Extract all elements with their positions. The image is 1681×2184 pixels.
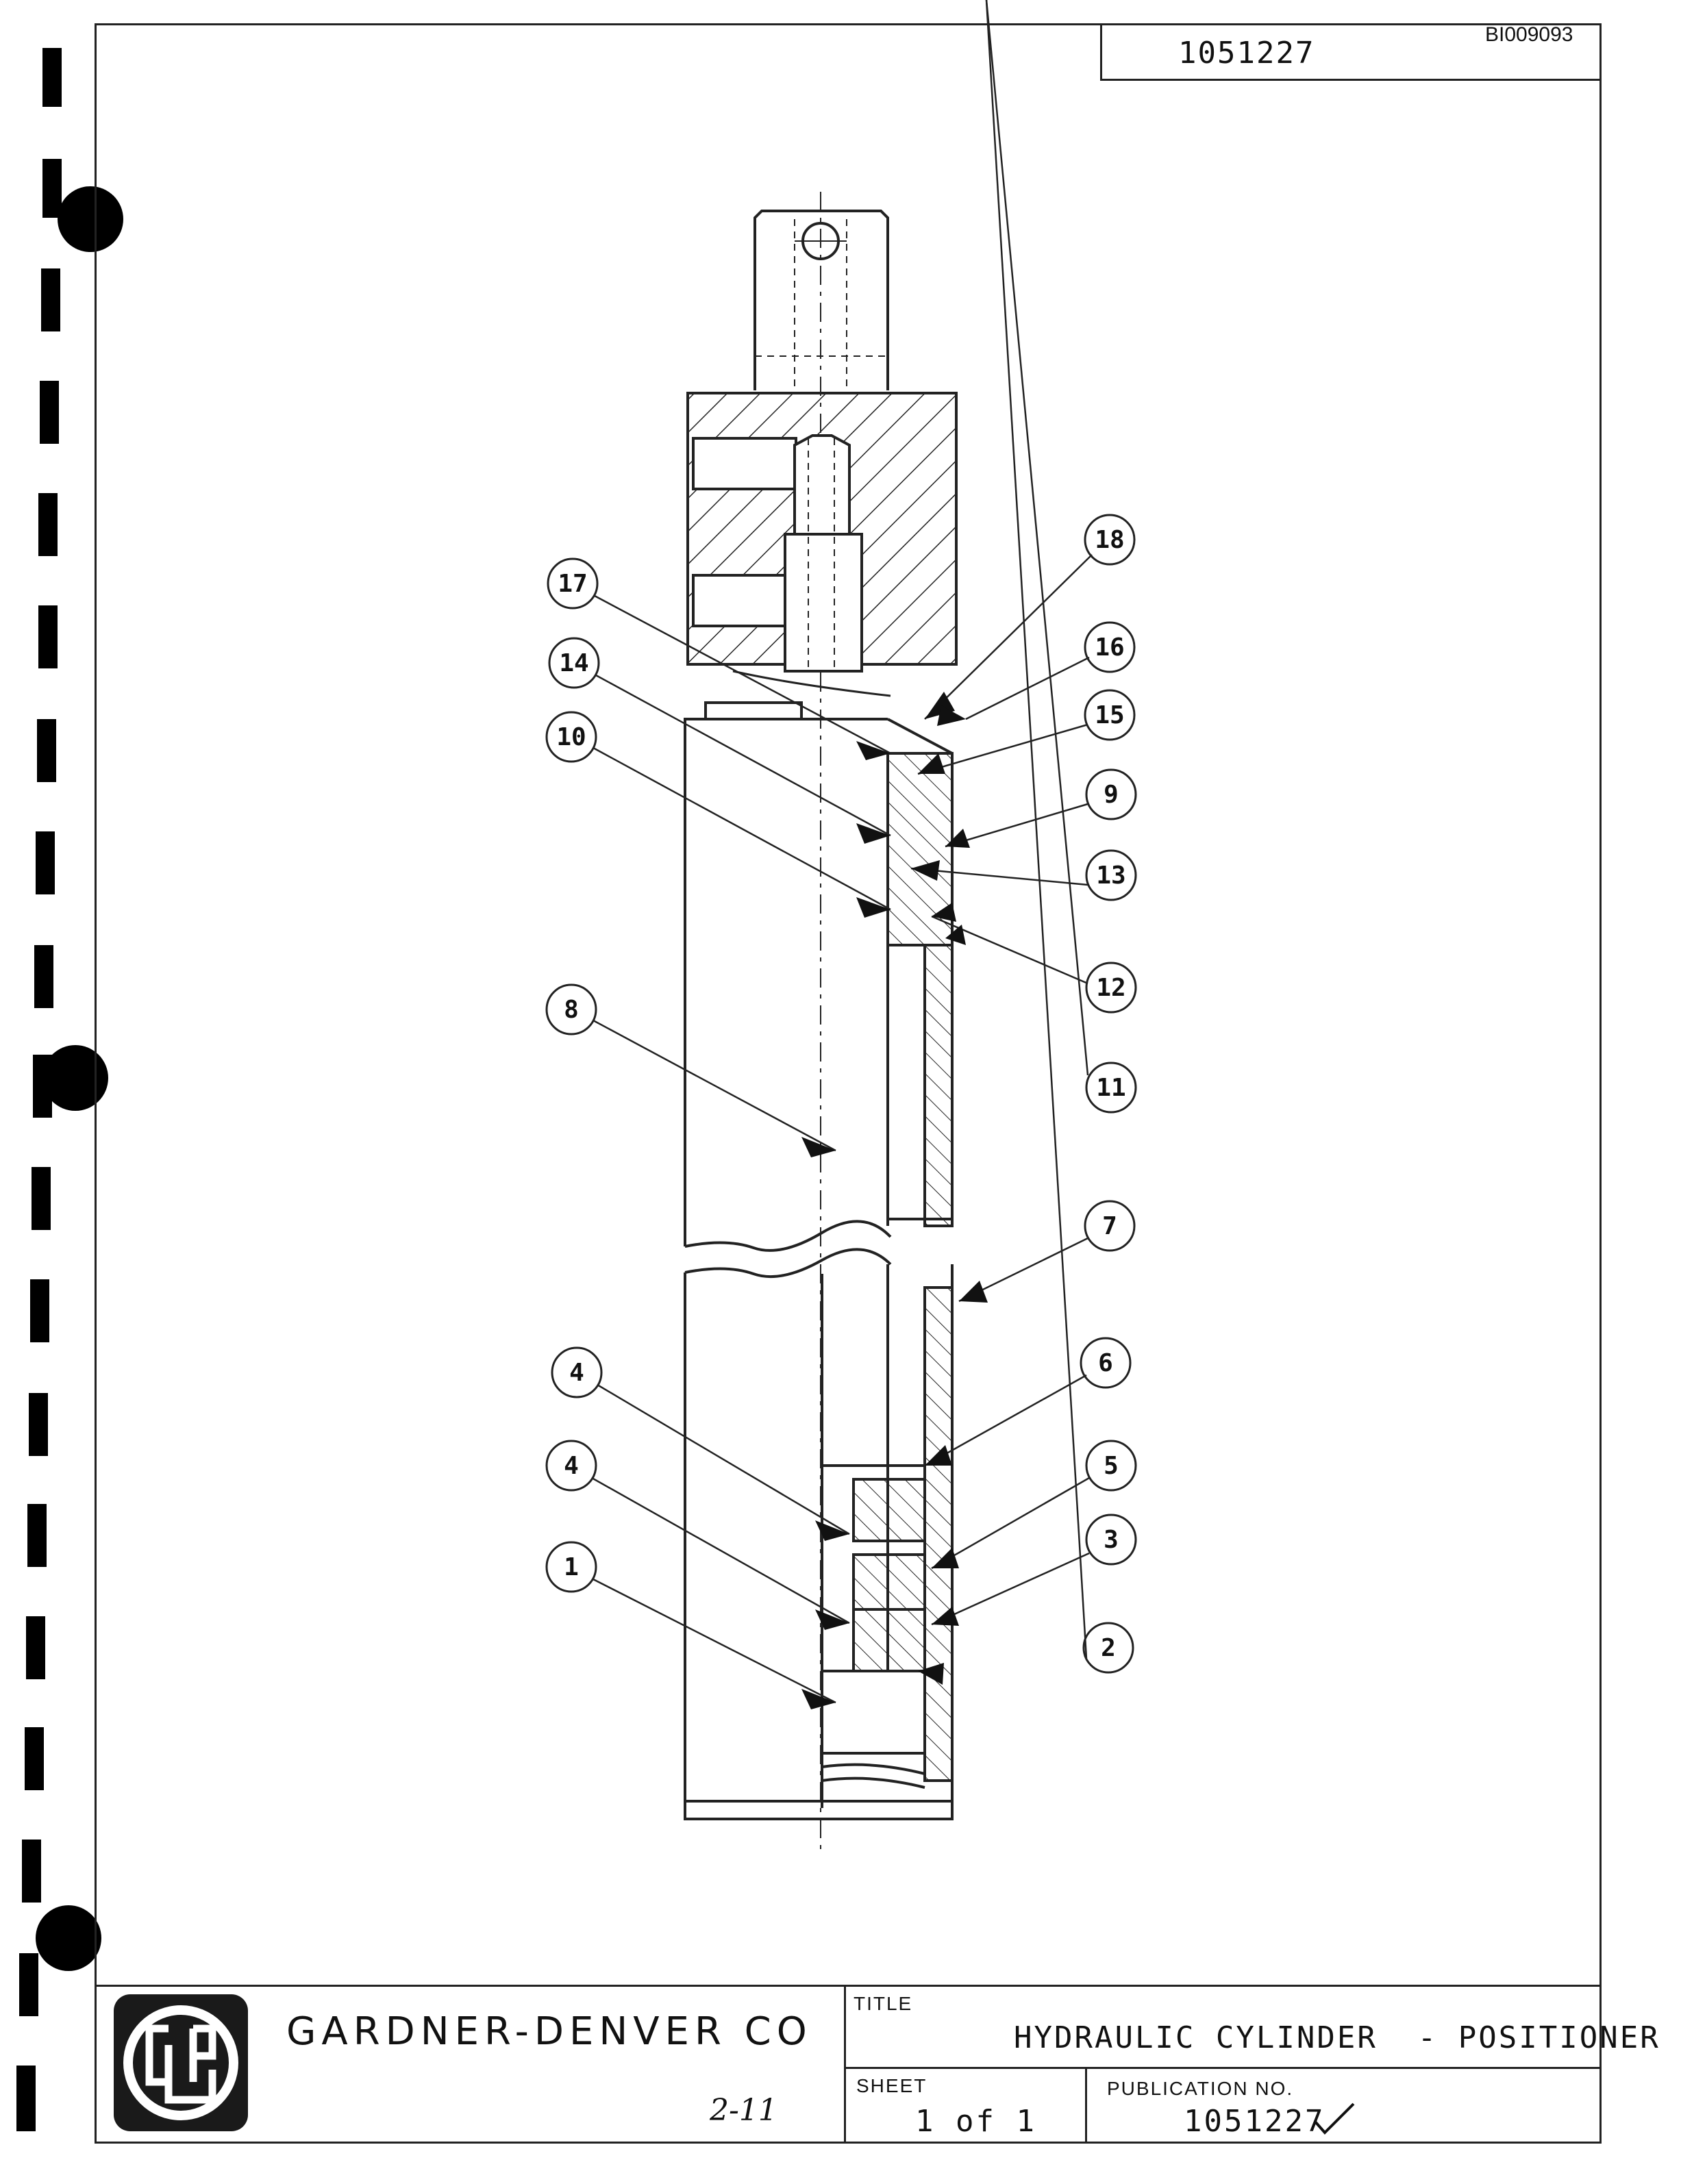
gardner-denver-logo [114,1994,248,2131]
edge-dash [25,1727,44,1790]
punch-hole-bottom [36,1905,101,1971]
edge-dash [33,1055,52,1118]
callout-16: 16 [1095,633,1124,662]
callout-17: 17 [558,570,587,598]
edge-dash [32,1167,51,1230]
callout-4-lower: 4 [564,1452,579,1480]
callout-4-upper: 4 [569,1359,584,1387]
title-block-divider-column [1085,2067,1087,2144]
edge-dash [37,719,56,782]
callout-15: 15 [1095,701,1124,729]
edge-dash [29,1393,48,1456]
sheet-value: 1 of 1 [915,2104,1036,2139]
callout-5: 5 [1104,1452,1119,1480]
check-mark-icon [1314,2103,1355,2135]
edge-dash [38,493,58,556]
publication-number-box [1100,23,1602,81]
punch-hole-top [58,186,123,252]
callout-3: 3 [1104,1526,1119,1554]
edge-dash [42,48,62,107]
edge-dash [27,1504,47,1567]
title-block-divider-vertical [844,1985,846,2144]
callout-11: 11 [1096,1074,1125,1102]
edge-dash [16,2066,36,2131]
handwritten-note: 2-11 [710,2093,777,2128]
drawing-frame [95,23,1602,2144]
edge-dash [22,1840,41,1903]
drawing-title: HYDRAULIC CYLINDER - POSITIONER [1014,2020,1660,2055]
edge-dash [36,831,55,894]
callout-14: 14 [559,649,588,677]
publication-number-label: PUBLICATION NO. [1107,2078,1294,2099]
callout-10: 10 [556,723,586,751]
publication-number-value: 1051227 [1184,2104,1325,2139]
edge-dash [19,1953,38,2016]
callout-13: 13 [1096,862,1125,890]
edge-dash [41,268,60,331]
callout-6: 6 [1098,1349,1113,1377]
title-label: TITLE [854,1993,913,2014]
edge-dash [40,381,59,444]
callout-12: 12 [1096,974,1125,1002]
callout-2: 2 [1101,1634,1116,1662]
title-block-divider-row [844,2067,1602,2069]
edge-dash [30,1279,49,1342]
callout-9: 9 [1104,781,1119,809]
document-id: BI009093 [1485,23,1573,46]
punch-hole-middle [42,1045,108,1111]
callout-8: 8 [564,996,579,1024]
callout-7: 7 [1102,1212,1117,1240]
sheet-label: SHEET [856,2075,927,2096]
edge-dash [34,945,53,1008]
company-name: GARDNER-DENVER CO [286,2009,812,2054]
header-publication-number: 1051227 [1178,36,1315,71]
hydraulic-cylinder-drawing: 18 17 16 14 15 10 9 13 12 8 11 7 4 6 4 5… [545,0,1137,1849]
title-block [95,1985,1602,2144]
callout-18: 18 [1095,526,1124,554]
callout-1: 1 [564,1553,579,1581]
edge-dash [38,605,58,668]
edge-dash [26,1616,45,1679]
edge-dash [42,159,62,218]
